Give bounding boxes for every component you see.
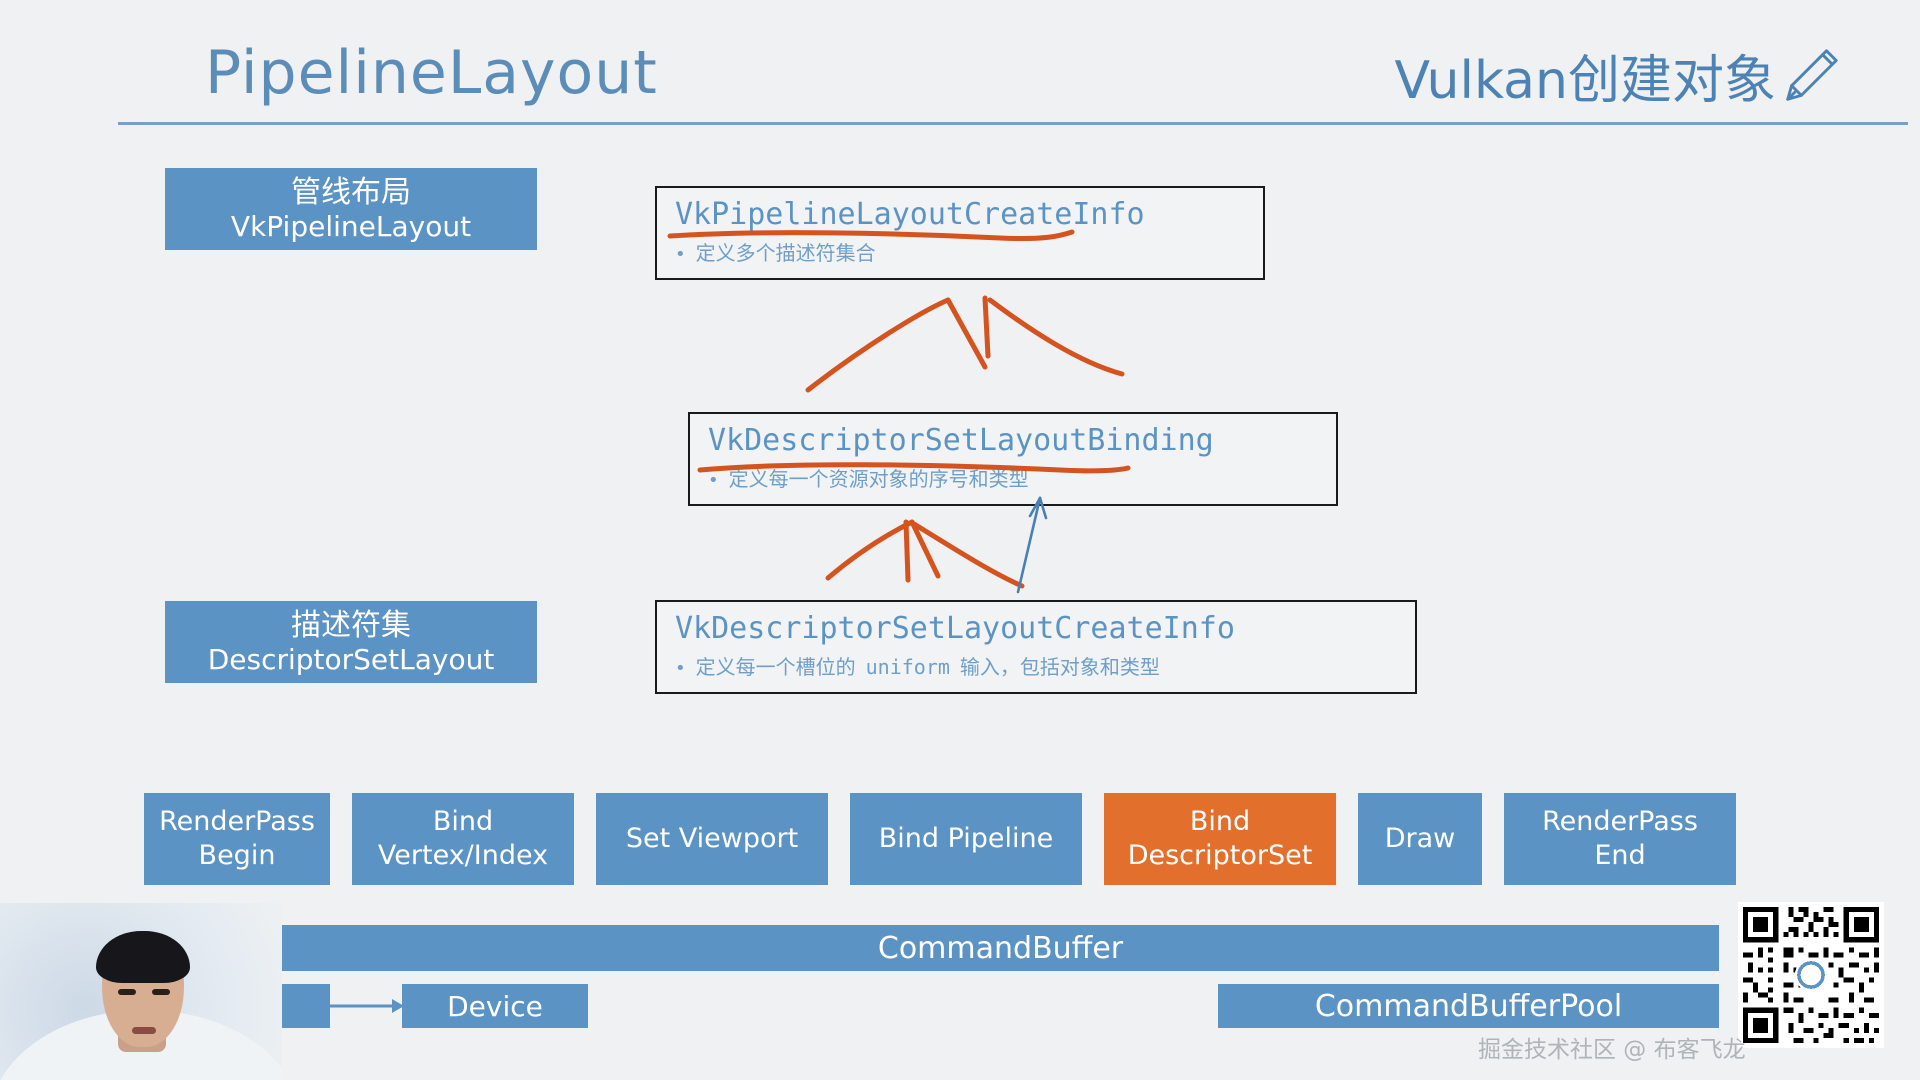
struct-box-descriptorset-layout-create-info: VkDescriptorSetLayoutCreateInfo • 定义每一个槽…: [655, 600, 1417, 694]
bullet-dot-icon: •: [675, 657, 686, 679]
box-device: Device: [402, 984, 588, 1028]
struct-title-descriptorset-layout-binding: VkDescriptorSetLayoutBinding: [708, 423, 1214, 458]
label-box-pipeline-layout-en: VkPipelineLayout: [230, 210, 472, 244]
struct-bullet-descriptorset-layout-create-info: • 定义每一个槽位的 uniform 输入，包括对象和类型: [675, 651, 1397, 680]
struct-title-pipeline-layout-create-info: VkPipelineLayoutCreateInfo: [675, 197, 1145, 232]
struct-box-descriptorset-layout-binding: VkDescriptorSetLayoutBinding • 定义每一个资源对象…: [688, 412, 1338, 506]
arrow-right-icon: [330, 999, 404, 1013]
header-subject-title: Vulkan创建对象: [1394, 51, 1776, 111]
cmd-button-draw[interactable]: Draw: [1358, 793, 1482, 885]
struct-bullet-pipeline-layout-create-info: • 定义多个描述符集合: [675, 237, 1245, 266]
label-box-descriptorset-layout: 描述符集 DescriptorSetLayout: [165, 601, 537, 683]
qr-code: [1738, 902, 1884, 1048]
pencil-icon: [1786, 48, 1838, 101]
struct-bullet-text-post: 输入，包括对象和类型: [959, 654, 1160, 679]
webcam-mouth: [132, 1027, 156, 1034]
box-commandbufferpool: CommandBufferPool: [1218, 984, 1719, 1028]
label-box-descriptorset-layout-en: DescriptorSetLayout: [207, 643, 495, 677]
bottom-left-partial-box: [282, 984, 330, 1028]
struct-bullet-text-mono: uniform: [865, 654, 950, 679]
label-box-pipeline-layout: 管线布局 VkPipelineLayout: [165, 168, 537, 250]
struct-bullet-text: 定义每一个资源对象的序号和类型: [728, 466, 1029, 491]
cmd-button-bind-pipeline[interactable]: Bind Pipeline: [850, 793, 1082, 885]
webcam-eye-left: [118, 989, 136, 995]
cmd-button-renderpass-end[interactable]: RenderPass End: [1504, 793, 1736, 885]
header-right-group: Vulkan创建对象: [1395, 38, 1842, 113]
cmd-button-renderpass-begin[interactable]: RenderPass Begin: [144, 793, 330, 885]
header-divider: [118, 122, 1908, 125]
struct-title-descriptorset-layout-create-info: VkDescriptorSetLayoutCreateInfo: [675, 611, 1235, 646]
cmd-button-set-viewport[interactable]: Set Viewport: [596, 793, 828, 885]
page-title: PipelineLayout: [205, 38, 658, 108]
webcam-presenter-overlay: [0, 903, 282, 1080]
label-box-pipeline-layout-cn: 管线布局: [291, 174, 411, 210]
struct-box-pipeline-layout-create-info: VkPipelineLayoutCreateInfo • 定义多个描述符集合: [655, 186, 1265, 280]
bullet-dot-icon: •: [708, 469, 719, 491]
label-box-descriptorset-layout-cn: 描述符集: [291, 607, 411, 643]
watermark-text: 掘金技术社区 @ 布客飞龙: [1478, 1037, 1746, 1063]
struct-bullet-descriptorset-layout-binding: • 定义每一个资源对象的序号和类型: [708, 463, 1318, 492]
struct-bullet-text: 定义多个描述符集合: [695, 240, 876, 265]
commandbuffer-bar: CommandBuffer: [282, 925, 1719, 971]
command-button-row: RenderPass Begin Bind Vertex/Index Set V…: [144, 793, 1736, 885]
cmd-button-bind-descriptorset[interactable]: Bind DescriptorSet: [1104, 793, 1336, 885]
cmd-button-bind-vertex-index[interactable]: Bind Vertex/Index: [352, 793, 574, 885]
webcam-eye-right: [152, 989, 170, 995]
webcam-hair: [96, 931, 190, 983]
struct-bullet-text-pre: 定义每一个槽位的: [695, 654, 856, 679]
bullet-dot-icon: •: [675, 243, 686, 265]
